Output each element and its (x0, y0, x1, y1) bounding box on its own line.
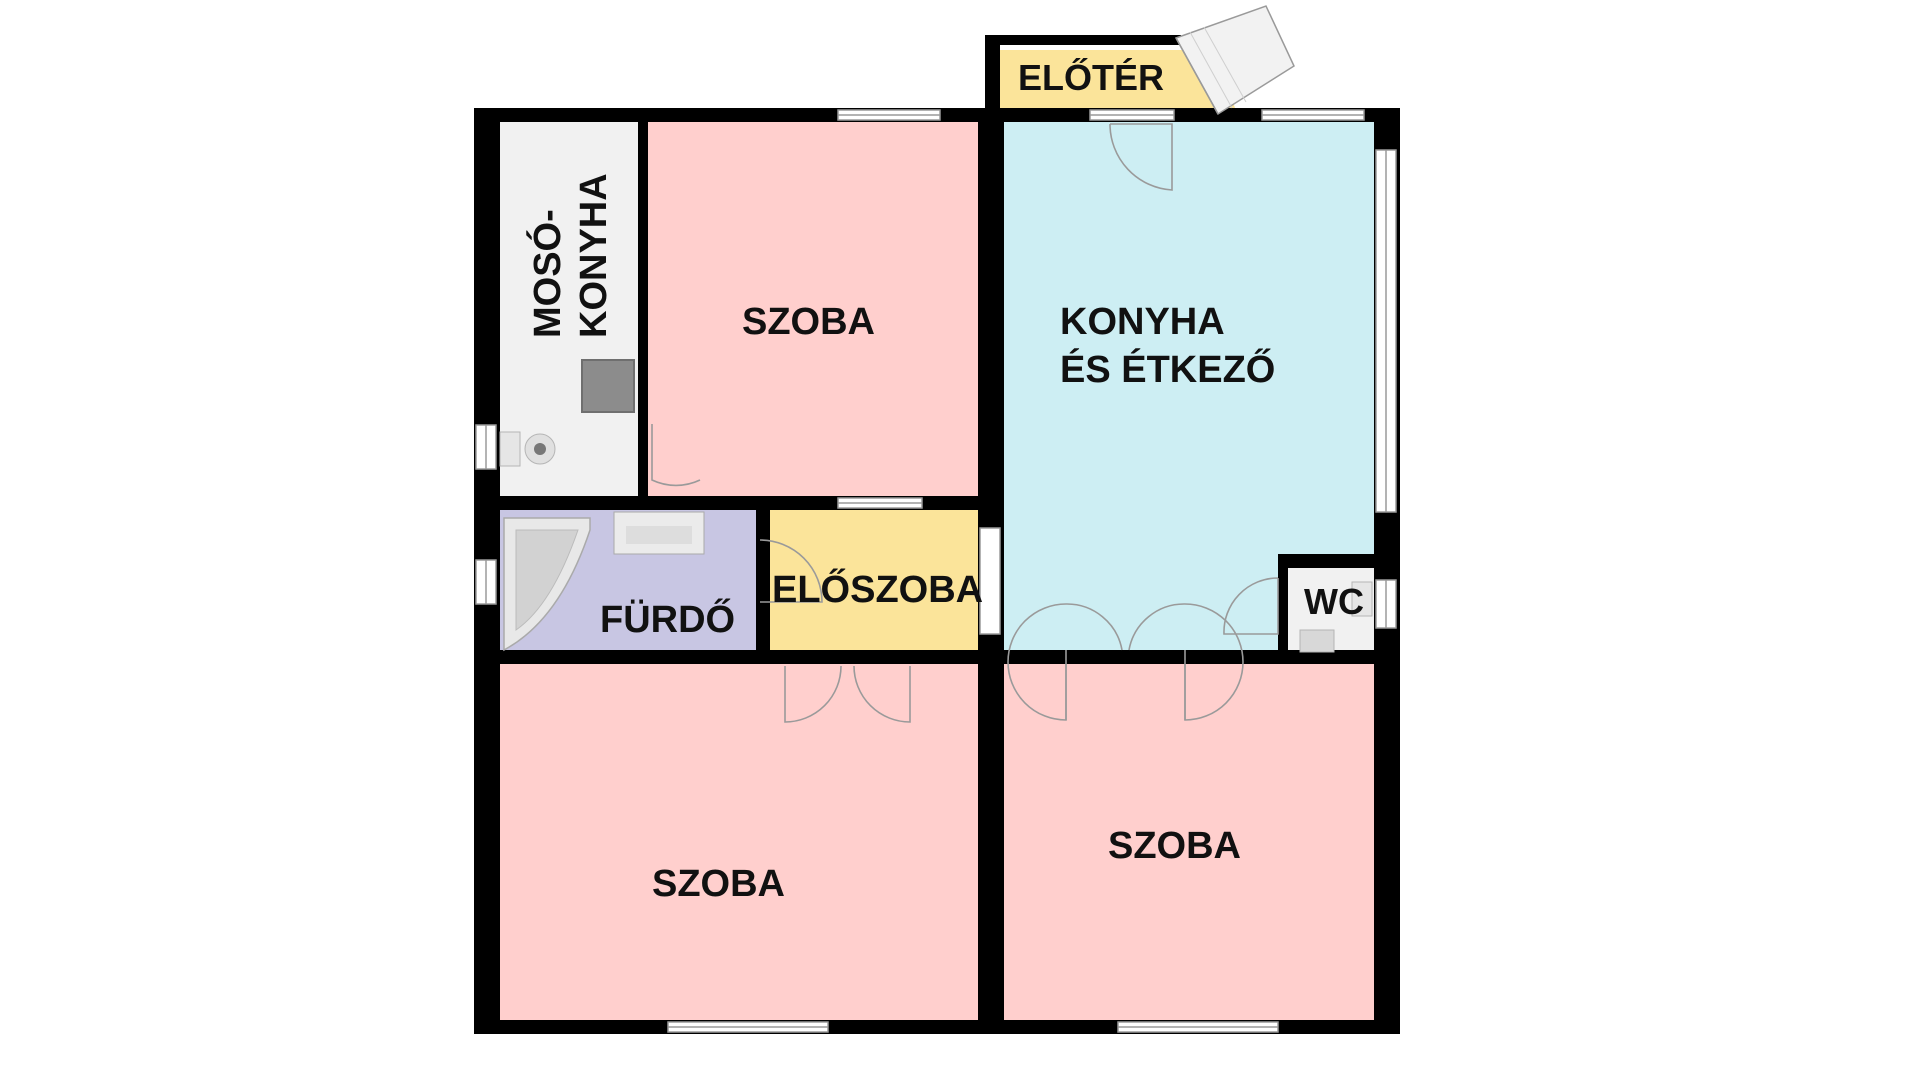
stair (1174, 5, 1295, 116)
label-mosokonyha-line2: KONYHA (573, 173, 615, 338)
label-eloter: ELŐTÉR (1018, 56, 1164, 98)
doors (651, 123, 1279, 723)
label-konyha-line1: KONYHA (1060, 301, 1225, 343)
label-furdo: FÜRDŐ (600, 597, 735, 641)
label-eloszoba: ELŐSZOBA (772, 567, 983, 611)
bathtub-icon (503, 517, 591, 652)
sink-icon (613, 511, 705, 555)
wc-toilet-icon (1299, 581, 1373, 653)
label-wc: WC (1304, 581, 1364, 622)
label-szoba-bottom-right: SZOBA (1108, 825, 1241, 867)
room-szoba-bottom-left (500, 664, 978, 1020)
room-szoba-bottom-right (1004, 664, 1374, 1020)
room-eloter (1000, 50, 1205, 110)
label-konyha-line2: ÉS ÉTKEZŐ (1060, 347, 1275, 391)
room-eloszoba (770, 510, 978, 650)
washing-machine-icon (581, 359, 635, 413)
label-mosokonyha-line1: MOSÓ- (525, 209, 569, 338)
label-szoba-top: SZOBA (742, 301, 875, 343)
label-szoba-bottom-left: SZOBA (652, 863, 785, 905)
windows (475, 109, 1397, 1033)
room-szoba-top (648, 122, 978, 496)
room-mosokonyha (500, 122, 638, 496)
toilet-icon (499, 431, 556, 467)
